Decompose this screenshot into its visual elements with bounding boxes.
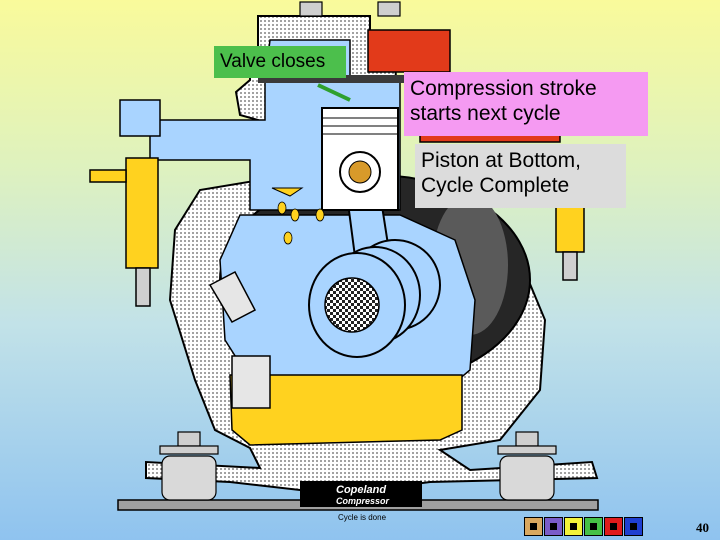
home-icon xyxy=(530,523,537,530)
return-button[interactable] xyxy=(544,517,563,536)
oil-spray xyxy=(271,187,304,197)
valve-label-text: Valve closes xyxy=(220,51,326,72)
piston-label-line-2: Cycle Complete xyxy=(421,174,570,197)
compression-label-line-2: starts next cycle xyxy=(410,102,561,125)
compression-stroke-label: Compression stroke starts next cycle xyxy=(404,72,648,136)
suction-reed xyxy=(317,83,351,102)
left-service-valve xyxy=(125,157,159,269)
home-button[interactable] xyxy=(524,517,543,536)
oil-drop xyxy=(315,208,325,222)
next-button[interactable] xyxy=(584,517,603,536)
left-mount-spring xyxy=(159,431,219,501)
oil-drop xyxy=(290,208,300,222)
copeland-logo xyxy=(300,481,422,507)
logo-line-2: Compressor xyxy=(336,496,390,506)
compression-label-line-1: Compression stroke xyxy=(410,77,597,100)
caption: Cycle is done xyxy=(338,513,387,522)
valve-closes-label: Valve closes xyxy=(214,46,346,78)
previous-button[interactable] xyxy=(564,517,583,536)
oil-drop xyxy=(283,231,293,245)
previous-icon xyxy=(570,523,577,530)
suction-inlet xyxy=(119,99,161,137)
crankshaft-center xyxy=(324,277,380,333)
discharge-chamber xyxy=(367,29,451,73)
page-number: 40 xyxy=(696,520,709,535)
side-fitting xyxy=(208,270,257,323)
right-mount-spring xyxy=(497,431,557,501)
wrist-pin xyxy=(348,160,372,184)
left-valve-stem xyxy=(135,267,151,307)
sound-button[interactable] xyxy=(624,517,643,536)
stop-icon xyxy=(610,523,617,530)
bottom-plug xyxy=(231,355,271,409)
valve-plate xyxy=(258,75,408,83)
next-icon xyxy=(590,523,597,530)
stop-button[interactable] xyxy=(604,517,623,536)
piston-bottom-label: Piston at Bottom, Cycle Complete xyxy=(415,144,626,208)
oil-drop xyxy=(277,201,287,215)
head-bolt xyxy=(377,1,401,17)
right-valve-stem xyxy=(562,251,578,281)
head-bolt xyxy=(299,1,323,17)
logo-line-1: Copeland xyxy=(336,484,386,496)
oil-sump xyxy=(229,374,463,446)
left-fitting xyxy=(89,169,127,183)
piston-label-line-1: Piston at Bottom, xyxy=(421,149,581,172)
sound-icon xyxy=(630,523,637,530)
return-icon xyxy=(550,523,557,530)
